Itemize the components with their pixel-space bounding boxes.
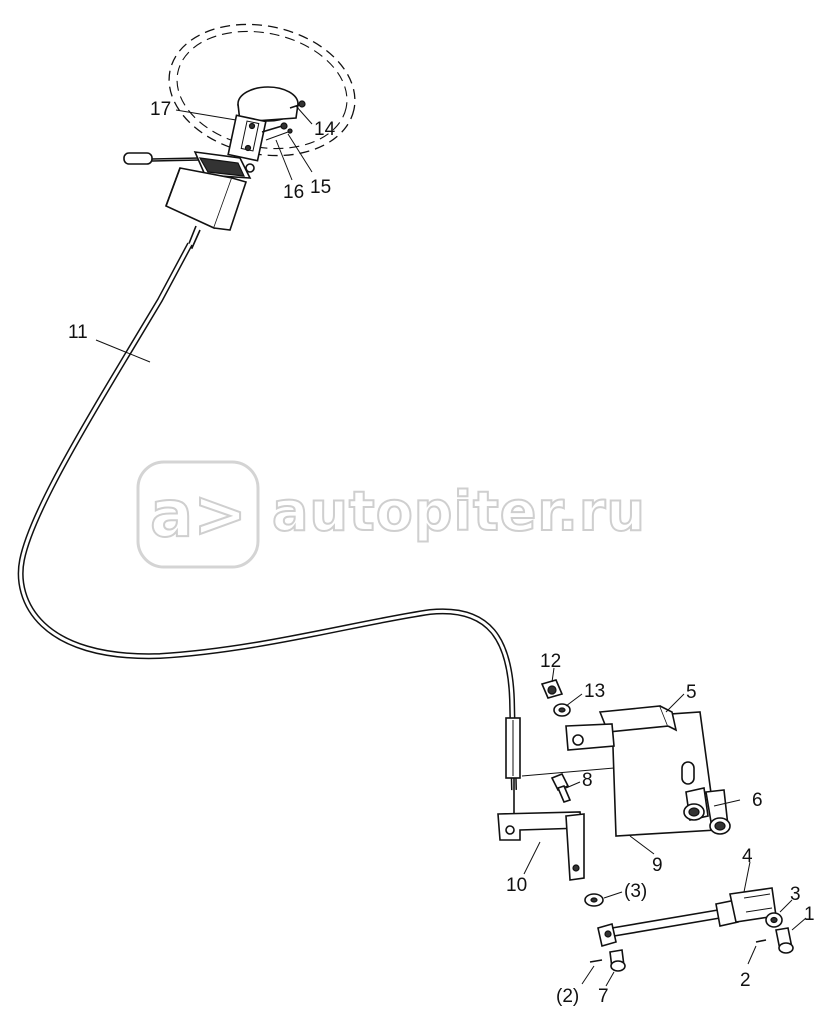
bolts-6 — [683, 787, 731, 835]
callout-2: 2 — [740, 970, 751, 991]
rod-4 — [597, 887, 777, 948]
callout-6: 6 — [752, 790, 763, 811]
cotter-pin-2 — [755, 939, 767, 943]
lever-10 — [497, 811, 585, 881]
steering-column — [227, 86, 306, 162]
callout-8: 8 — [582, 770, 593, 791]
watermark-logo: a> — [150, 478, 247, 552]
watermark-logo-frame — [136, 460, 260, 569]
callout-3-paren: (3) — [624, 881, 647, 902]
pin-1 — [775, 927, 794, 954]
washer-3-paren — [584, 893, 604, 907]
washer-13 — [553, 703, 571, 717]
watermark: a> autopiter.ru — [136, 460, 646, 569]
callout-5: 5 — [686, 682, 697, 703]
cotter-pin-2-paren — [589, 959, 603, 963]
pin-7 — [609, 949, 626, 972]
watermark-site: autopiter.ru — [272, 480, 646, 543]
callout-17: 17 — [150, 99, 171, 120]
control-cable — [17, 242, 521, 818]
callout-3: 3 — [790, 884, 801, 905]
callout-4: 4 — [742, 846, 753, 867]
leader-lines — [95, 105, 807, 987]
nut-12 — [540, 679, 564, 699]
callout-13: 13 — [584, 681, 605, 702]
callout-15: 15 — [310, 177, 331, 198]
callout-16: 16 — [283, 182, 304, 203]
callout-14: 14 — [314, 119, 336, 140]
callout-1: 1 — [804, 904, 815, 925]
callout-labels: 17 14 15 16 11 12 13 5 8 6 9 10 (3) 4 3 … — [68, 99, 815, 1007]
callout-10: 10 — [506, 875, 527, 896]
callout-12: 12 — [540, 651, 561, 672]
bolt-8 — [550, 772, 572, 803]
callout-9: 9 — [652, 855, 663, 876]
callout-11: 11 — [68, 322, 88, 343]
washer-3 — [765, 912, 783, 928]
shift-lever-assembly — [123, 151, 255, 250]
callout-2-paren: (2) — [556, 986, 579, 1007]
callout-7: 7 — [598, 986, 609, 1007]
